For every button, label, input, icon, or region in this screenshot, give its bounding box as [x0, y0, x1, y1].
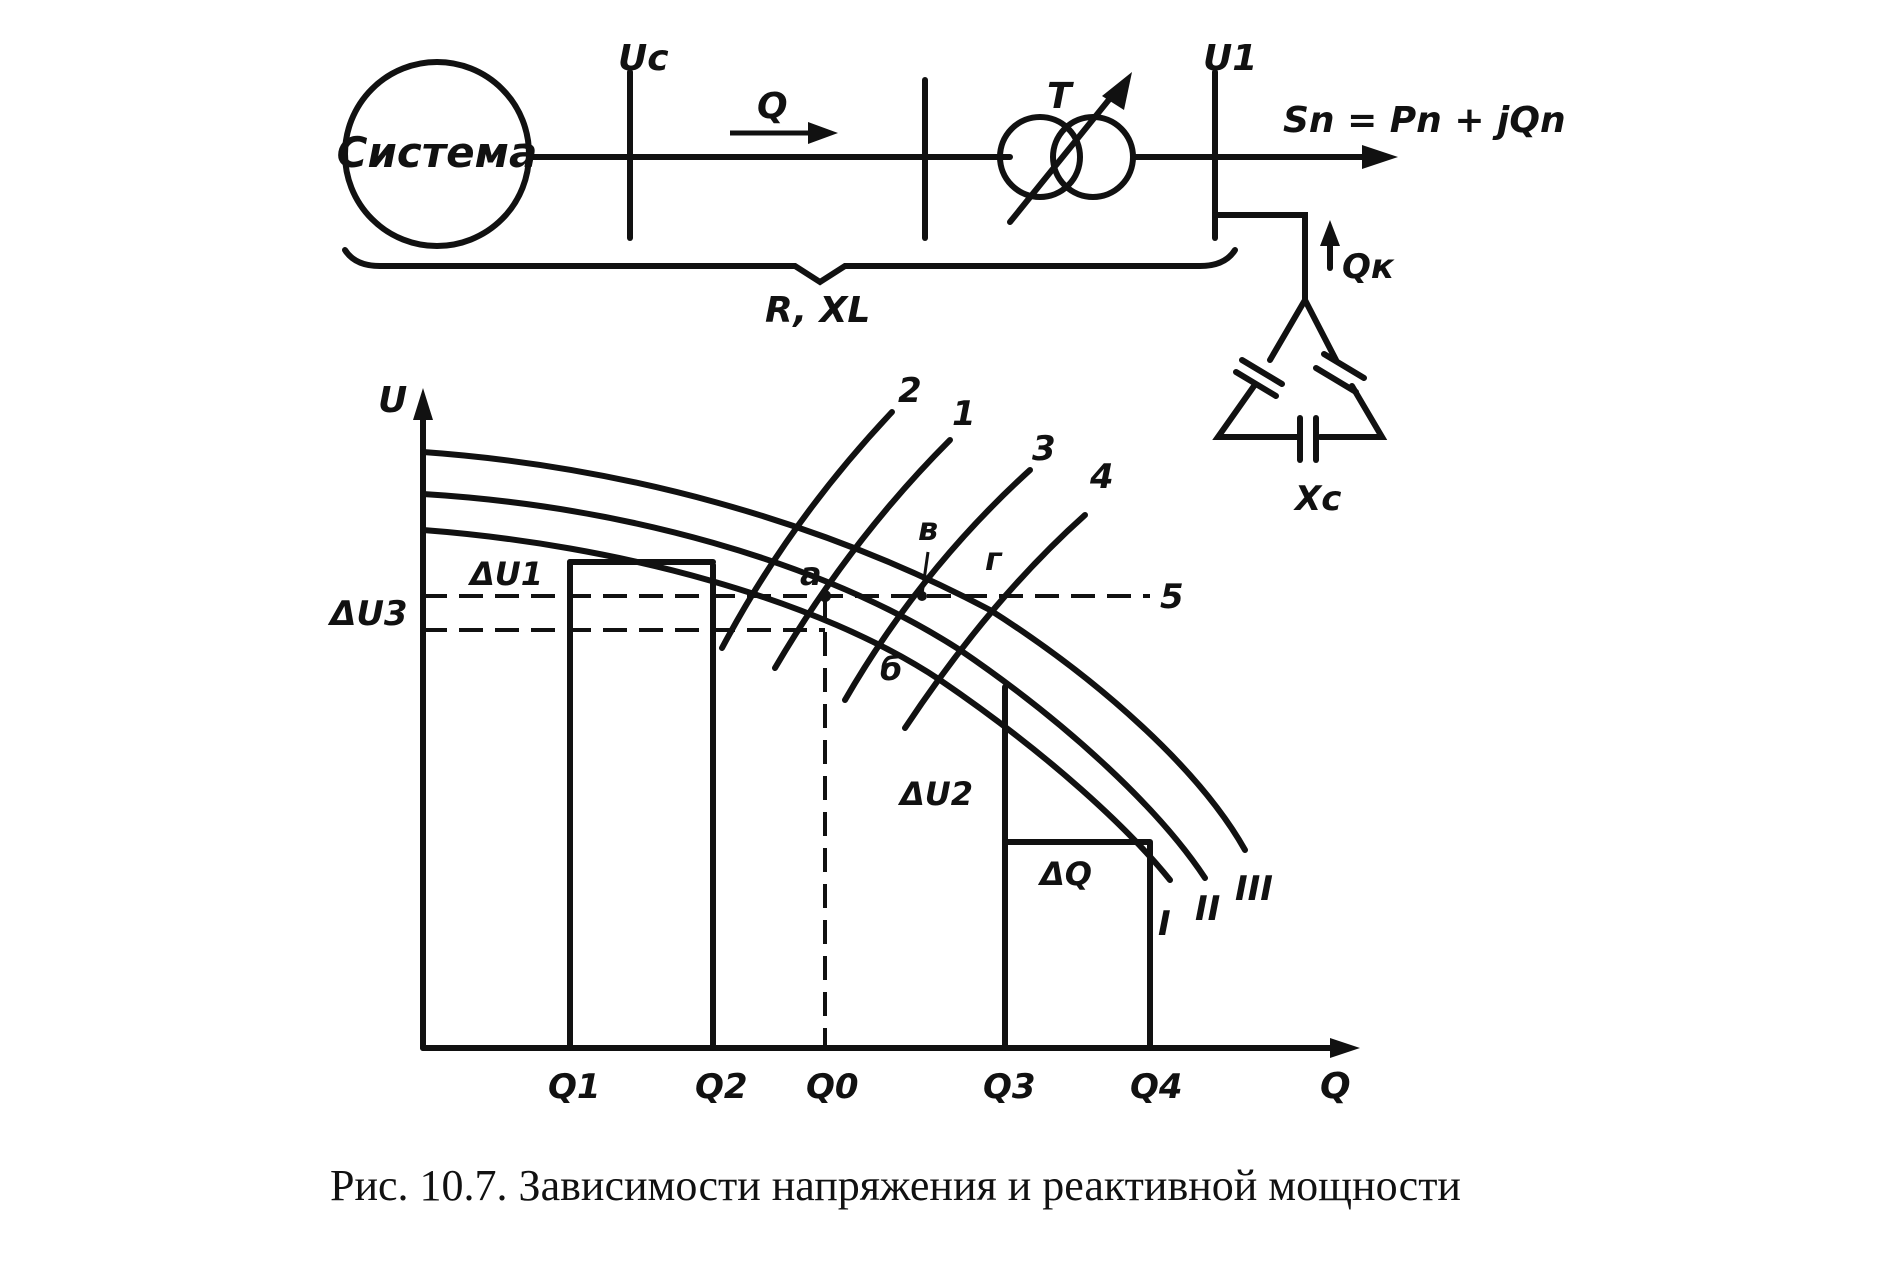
capacitor-plate	[1233, 369, 1279, 399]
x-axis-arrow-icon	[1330, 1038, 1360, 1058]
regulating-label-1: 1	[952, 394, 976, 434]
point-b-label: б	[880, 650, 902, 688]
q-flow-arrow-icon	[808, 122, 838, 144]
load-arrow-icon	[1362, 145, 1398, 169]
line-params-label: R, XL	[765, 290, 870, 331]
capacitor-plate	[1239, 357, 1285, 387]
curve-I	[420, 527, 1173, 883]
load-label: Sn = Pn + jQn	[1283, 100, 1566, 141]
transformer-winding-1	[997, 114, 1083, 200]
qk-label: Qк	[1342, 247, 1395, 287]
curve-II	[420, 491, 1208, 881]
y-axis-arrow-icon	[413, 388, 433, 420]
regulating-line-2	[719, 409, 895, 651]
point-a-label: a	[800, 555, 822, 593]
transformer-regulation-arrow	[1007, 83, 1123, 225]
curve-label-I: I	[1158, 904, 1171, 944]
x-axis-label: Q	[1320, 1066, 1351, 1107]
bus-u1-label: U1	[1203, 38, 1257, 79]
regulating-line-4	[902, 512, 1088, 731]
curve-label-III: III	[1235, 869, 1273, 909]
bus-uc-label: Uc	[618, 38, 669, 79]
regulating-label-2: 2	[898, 371, 922, 411]
qk-arrow-icon	[1320, 220, 1340, 246]
regulating-line-3	[842, 467, 1033, 703]
x-tick-q3: Q3	[983, 1067, 1036, 1107]
curve-label-II: II	[1195, 889, 1220, 929]
point-a-marker	[819, 590, 831, 602]
delta-u1-label: ΔU1	[467, 555, 543, 593]
system-label: Система	[337, 128, 538, 177]
point-v-leader	[920, 551, 930, 595]
delta-u3-label: ΔU3	[327, 594, 408, 634]
capacitor-plate	[1313, 365, 1359, 395]
curve-III	[420, 449, 1248, 853]
regulating-label-3: 3	[1032, 429, 1056, 469]
point-v-label: в	[918, 510, 938, 548]
point-g-label: г	[985, 540, 1003, 578]
line-params-brace	[342, 247, 1238, 286]
compensator-feeder	[1212, 212, 1308, 303]
delta-u2-label: ΔU2	[897, 775, 973, 813]
point-v-marker	[917, 591, 927, 601]
transformer-arrow-icon	[1102, 72, 1132, 110]
x-tick-q0: Q0	[806, 1067, 859, 1107]
delta-q-label: ΔQ	[1037, 855, 1092, 893]
regulating-label-4: 4	[1089, 457, 1114, 497]
transformer-label: T	[1047, 76, 1074, 117]
line-5-label: 5	[1160, 577, 1184, 617]
x-tick-q2: Q2	[695, 1067, 748, 1107]
flow-q-label: Q	[757, 86, 788, 127]
regulating-line-1	[772, 437, 953, 671]
x-tick-q1: Q1	[548, 1067, 601, 1107]
capacitor-bank-triangle	[1212, 297, 1388, 440]
y-axis-label: U	[378, 380, 407, 421]
xc-label: Xc	[1293, 479, 1341, 519]
capacitor-plate	[1321, 351, 1367, 381]
x-tick-q4: Q4	[1130, 1067, 1183, 1107]
figure-caption: Рис. 10.7. Зависимости напряжения и реак…	[330, 1161, 1461, 1210]
